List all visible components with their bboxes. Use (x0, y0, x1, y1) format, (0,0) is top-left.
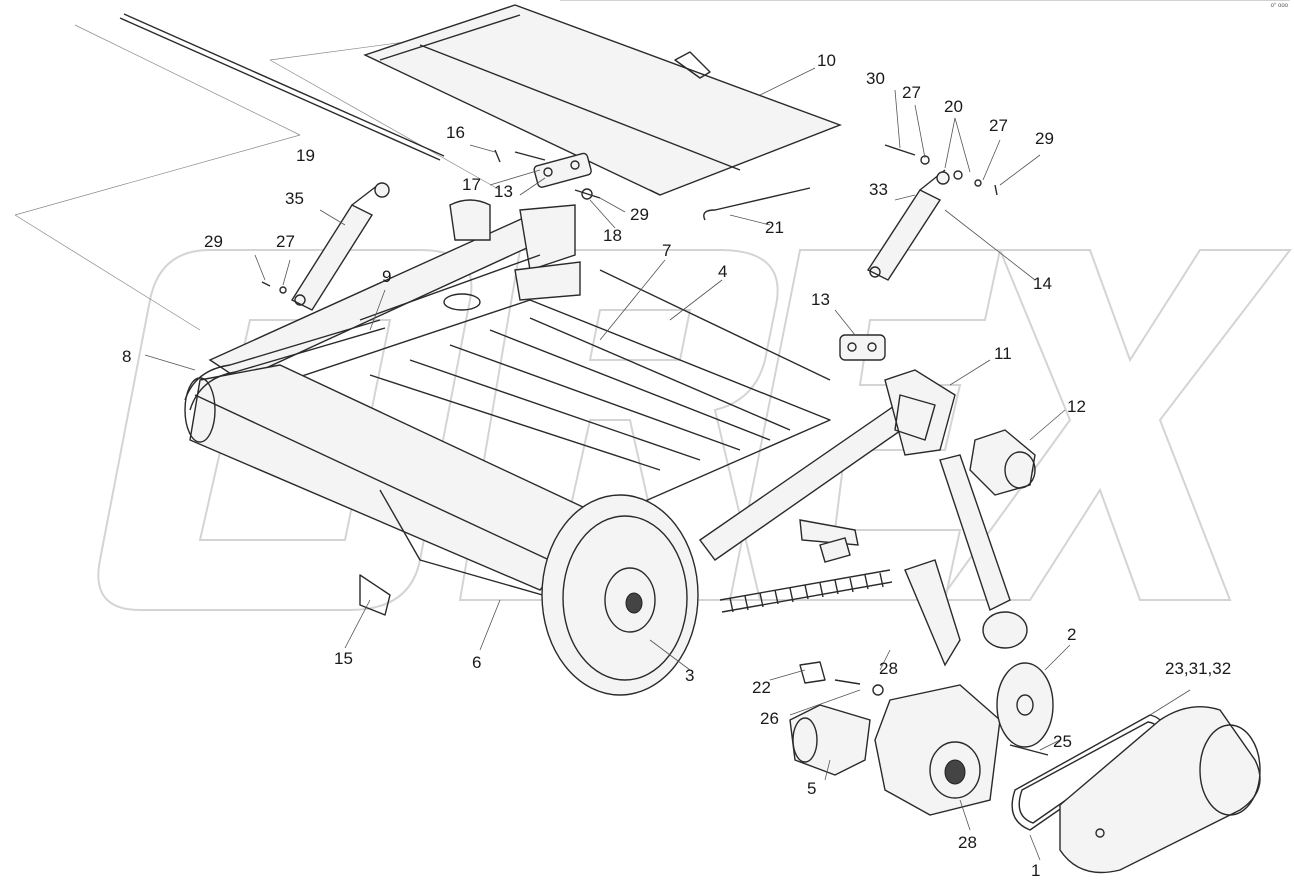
callout-3: 3 (685, 666, 695, 685)
leader-lines (144, 67, 1191, 861)
bracket-assembly-13 (494, 149, 601, 200)
motor-5 (789, 704, 871, 776)
callout-30: 30 (866, 69, 885, 88)
callout-19: 19 (296, 146, 315, 165)
callout-1: 1 (1031, 861, 1041, 880)
hydraulic-cylinder-33 (866, 144, 998, 281)
callout-25: 25 (1053, 732, 1072, 751)
callout-29: 29 (204, 232, 223, 251)
fasteners (799, 519, 1049, 756)
callout-33: 33 (869, 180, 888, 199)
bearing-12 (969, 429, 1036, 496)
hydraulic-cylinder-35 (261, 182, 390, 311)
callout-16: 16 (446, 123, 465, 142)
callout-8: 8 (122, 347, 132, 366)
callout-28: 28 (958, 833, 977, 852)
tension-arm (904, 454, 1028, 667)
callout-23-31-32: 23,31,32 (1165, 659, 1232, 678)
callout-13: 13 (494, 182, 513, 201)
callout-2: 2 (1067, 625, 1077, 644)
callout-20: 20 (944, 97, 963, 116)
side-plate-11 (884, 369, 956, 456)
callout-9: 9 (382, 267, 392, 286)
callout-5: 5 (807, 779, 817, 798)
callout-4: 4 (718, 262, 728, 281)
belt-pulley-8 (184, 319, 386, 443)
sprocket-2 (996, 662, 1054, 748)
spring-3 (719, 569, 893, 613)
callout-29: 29 (630, 205, 649, 224)
mount-plate-28 (874, 684, 1001, 816)
callout-15: 15 (334, 649, 353, 668)
corner-mark: o° ooo (1270, 3, 1288, 9)
callout-26: 26 (760, 709, 779, 728)
callout-18: 18 (603, 226, 622, 245)
cover-panel-10 (363, 4, 842, 196)
callout-28: 28 (879, 659, 898, 678)
callout-35: 35 (285, 189, 304, 208)
callout-6: 6 (472, 653, 482, 672)
callout-7: 7 (662, 241, 672, 260)
callout-27: 27 (989, 116, 1008, 135)
callout-12: 12 (1067, 397, 1086, 416)
chain-guard-23 (1059, 705, 1261, 874)
callout-10: 10 (817, 51, 836, 70)
callout-29: 29 (1035, 129, 1054, 148)
callout-14: 14 (1033, 274, 1052, 293)
callout-17: 17 (462, 175, 481, 194)
callout-27: 27 (276, 232, 295, 251)
callout-21: 21 (765, 218, 784, 237)
callout-13: 13 (811, 290, 830, 309)
plate-13b (839, 334, 886, 361)
bent-rod-21 (703, 187, 811, 221)
pulley-wheel (541, 494, 699, 696)
callout-27: 27 (902, 83, 921, 102)
rod-19 (119, 13, 445, 161)
front-roller-6 (189, 364, 602, 616)
callout-11: 11 (994, 344, 1012, 363)
callout-22: 22 (752, 678, 771, 697)
